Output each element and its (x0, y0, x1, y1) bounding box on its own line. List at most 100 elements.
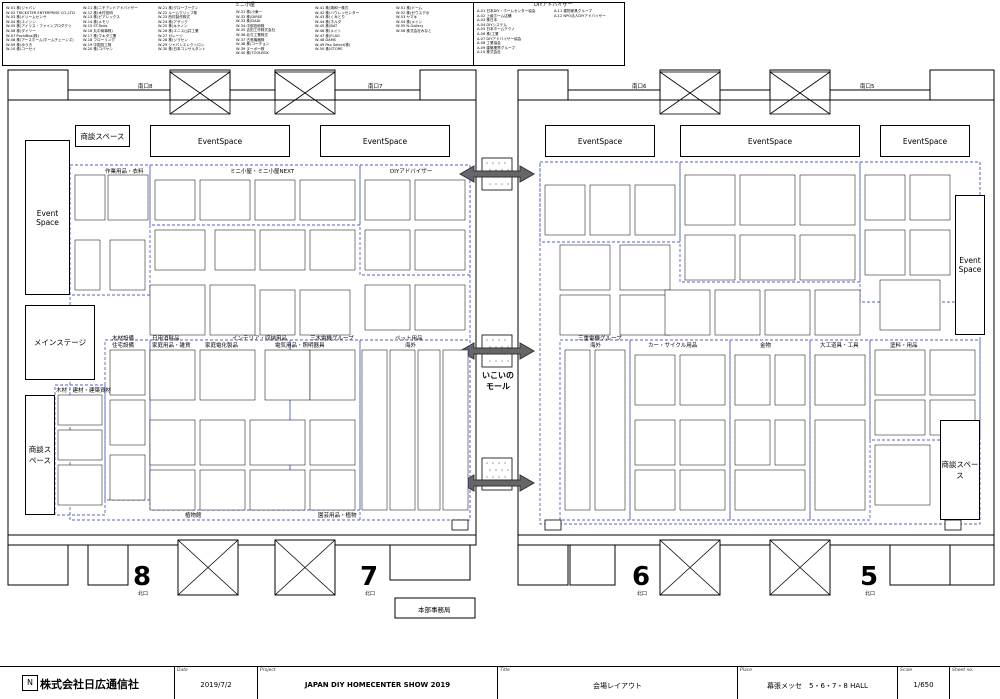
legend-entry: W-43 株)くみとり (315, 15, 345, 20)
legend-entry: W-39 ヌーボー株 (236, 46, 265, 51)
legend-entry: W-48 DAMS (315, 38, 336, 43)
legend-entry: W-13 株)ピアレックス (83, 15, 120, 20)
title-caption: Title (500, 668, 510, 673)
hall-8-north-gate: 北口 (138, 591, 149, 597)
floor-plan (7, 69, 995, 619)
gate-south-7: 南口7 (368, 84, 383, 90)
negotiation-space-bottom-left: 商談スペース (25, 395, 55, 515)
event-space-right-side: Event Space (955, 195, 985, 335)
legend-entry: W-05 株)アイリス・ファインプロダクツ (6, 24, 72, 29)
zone-label: ペット用品 (395, 336, 423, 342)
legend-entry: A-09 建築業界グループ (477, 45, 515, 50)
legend-entry: W-51 株)ドーム (396, 6, 423, 10)
legend-entry: W-55 N-Gallery (396, 24, 424, 29)
legend-entry: W-35 吉田工作株式会社 (236, 28, 276, 33)
legend-entry: W-11 株)ニチアンドアドバイザー (83, 6, 138, 10)
exhibitor-legend: W-01 株)ジャパン W-02 TRICKSTER ENTERPRISE CO… (2, 2, 622, 66)
legend-entry: W-31 株)小東一 (236, 10, 263, 14)
zone-label: 住宅設備 (112, 343, 135, 349)
sheet-cell: Sheet no. (950, 667, 1000, 699)
legend-entry: W-37 古島機器株 (236, 37, 265, 42)
legend-entry: A-06 株)工業 (477, 31, 499, 36)
legend-entry: W-15 ST-Tools (83, 24, 108, 29)
gate-south-5: 南口5 (860, 84, 875, 90)
hall-number-8: 8 (133, 562, 152, 592)
legend-entry: W-07 PochiBox(株) (6, 33, 39, 38)
legend-entry: W-24 株)アザック (158, 19, 188, 24)
legend-entry: W-23 西村製作株式 (158, 15, 190, 20)
legend-entry: W-56 株式会社みなと (396, 28, 432, 33)
legend-entry: W-16 丸中商事株) (83, 28, 113, 33)
gate-south-6: 南口6 (632, 84, 647, 90)
legend-entry: A-11 建物家具グループ (554, 9, 592, 13)
zone-label: 海外 (590, 343, 602, 349)
legend-entry: A-03 株日本 (477, 18, 498, 23)
project-value: JAPAN DIY HOMECENTER SHOW 2019 (304, 681, 451, 689)
legend-entry: A-05 日本ホームテクノ (477, 27, 515, 32)
legend-entry: W-20 株)コバヤシ (83, 47, 113, 52)
legend-entry: A-04 DIYシステム (477, 22, 507, 27)
place-cell: Place 幕張メッセ 5・6・7・8 HALL (738, 667, 898, 699)
legend-entry: W-32 株)DIREE (236, 14, 263, 19)
event-space-center-left: EventSpace (150, 125, 290, 157)
place-value: 幕張メッセ 5・6・7・8 HALL (767, 682, 868, 690)
title-value: 会場レイアウト (593, 682, 642, 690)
legend-entry: W-33 株)DADI (236, 19, 261, 24)
legend-entry: W-19 中国技工株 (83, 42, 112, 47)
legend-entry: W-26 株)エニス山井工業 (158, 28, 199, 33)
legend-entry: W-44 株)ホルダ (315, 19, 342, 24)
iikoi-mall: いこいの モール (482, 371, 514, 391)
zone-label: 海外 (405, 343, 417, 349)
zone-label: 家庭電化製品 (205, 343, 239, 349)
diy-legend-header: DIYアドバイザー (534, 2, 573, 8)
zone-label: 木材設備 (112, 336, 135, 342)
legend-entry: W-22 ルームクリップ株 (158, 10, 198, 15)
zone-label: 大工道具・工具 (820, 343, 859, 349)
legend-entry: W-36 北与工業株式 (236, 32, 268, 37)
legend-entry: W-25 株)キヤノン (158, 24, 188, 29)
legend-entry: W-10 株)コーセイ (6, 47, 36, 52)
legend-header: ミニ小屋 (235, 2, 256, 8)
zone-label: ミニ小屋・ミニ小屋NEXT (230, 169, 295, 175)
company-logo-icon: N (22, 675, 38, 691)
double-arrow-icon (458, 342, 536, 360)
legend-entry: W-18 フローリング (83, 38, 115, 43)
hall-7-north-gate: 北口 (365, 591, 376, 597)
legend-entry: W-06 株)ダイソー (6, 28, 36, 33)
legend-entry: W-40 株)TOOLBOX (236, 51, 269, 56)
zone-label: 金物 (760, 343, 772, 349)
legend-entry: W-01 株)ジャパン (6, 6, 36, 10)
legend-entry: W-14 株)メモリ (83, 19, 110, 24)
legend-entry: W-08 株)アースホーム(ホームチェーンズ) (6, 38, 74, 43)
scale-value: 1/650 (913, 681, 934, 689)
legend-entry: W-54 株)メイン (396, 19, 423, 24)
event-space-right-a: EventSpace (545, 125, 655, 157)
scale-cell: Scale 1/650 (898, 667, 950, 699)
scale-caption: Scale (900, 668, 913, 673)
sheet-caption: Sheet no. (952, 668, 974, 673)
legend-entry: W-41 株)清和一株式 (315, 6, 349, 10)
legend-col-1: W-01 株)ジャパン W-02 TRICKSTER ENTERPRISE CO… (6, 6, 75, 52)
project-cell: Project JAPAN DIY HOMECENTER SHOW 2019 (258, 667, 498, 699)
diy-legend-col-1: A-01 日本DIY・ホームセンター協会 A-02 上級ホーム店舗 A-03 株… (477, 9, 535, 55)
zone-label: 三重電機グループ (578, 336, 622, 342)
hall-6-north-gate: 北口 (637, 591, 648, 597)
diy-legend-col-2: A-11 建物家具グループ A-12 NPO法人DIYアドバイザー (554, 9, 606, 18)
zone-label: インテリア・収納用品 (232, 336, 288, 342)
legend-entry: W-52 株)ゼウスデポ (396, 10, 430, 15)
legend-entry: W-49 Pax Select(株) (315, 42, 351, 47)
zone-label: 家庭用品・雑貨 (152, 343, 191, 349)
legend-entry: W-50 株)STORE (315, 47, 343, 52)
zone-label: 植物館 (185, 513, 202, 519)
zone-label: 園芸用品・植物 (318, 513, 357, 519)
zone-label: DIYアドバイザー (390, 169, 433, 175)
legend-entry: W-09 株)ゆうき (6, 42, 33, 47)
zone-label: カー・サイクル用品 (648, 343, 698, 349)
double-arrow-icon (458, 165, 536, 183)
legend-entry: W-28 株)ジラセン (158, 38, 188, 43)
legend-entry: W-03 株)ドリームセンサ (6, 15, 47, 20)
date-cell: Date 2019/7/2 (175, 667, 258, 699)
legend-entry: W-30 株)日本コンサルタント (158, 47, 206, 52)
event-space-right-b: EventSpace (680, 125, 860, 157)
legend-entry: W-34 中部技術株 (236, 23, 265, 28)
